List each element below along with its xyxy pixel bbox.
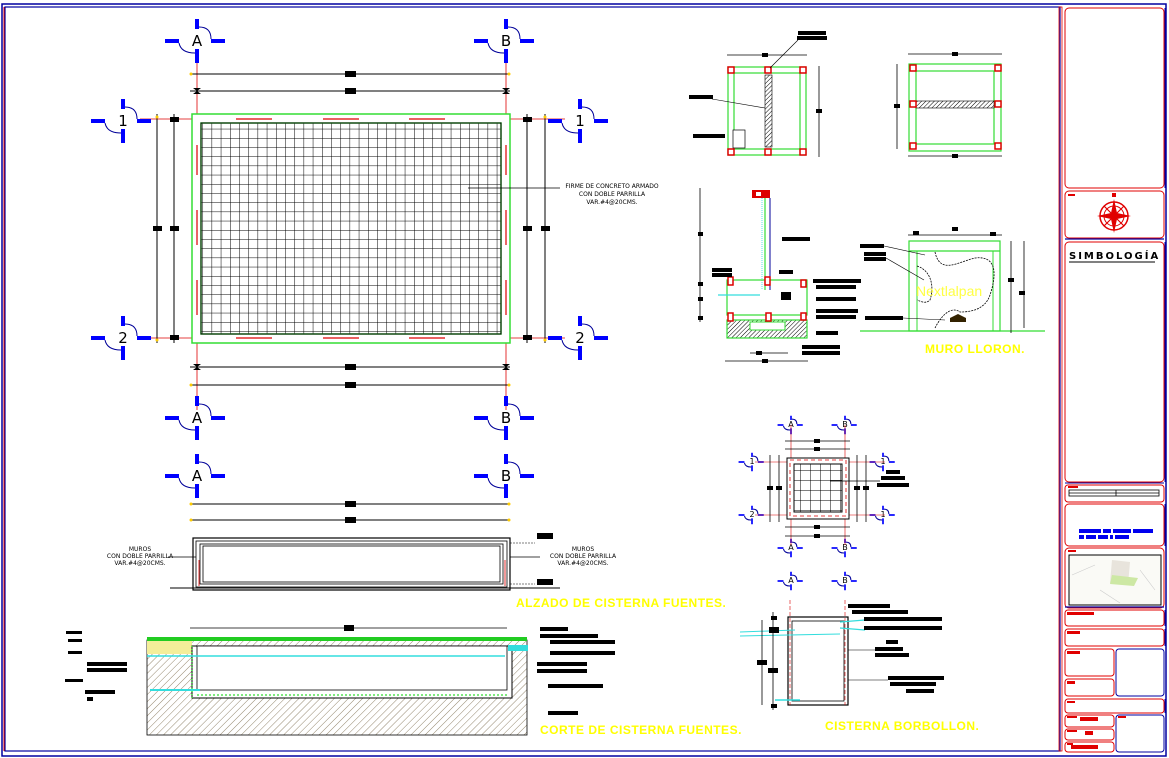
axis-marker-1: 1 xyxy=(738,452,764,472)
detail-section xyxy=(698,188,861,363)
axis-marker-b: B xyxy=(831,415,857,435)
axis-label: 1 xyxy=(880,457,885,466)
axis-label: B xyxy=(842,420,848,429)
elev-note-right-2: CON DOBLE PARRILLA xyxy=(550,553,617,560)
muro-lloron-title: MURO LLORON. xyxy=(925,342,1025,356)
axis-marker-b: B xyxy=(831,571,857,591)
muro-lloron-label: Nextlalpan xyxy=(916,283,982,299)
cistern-elevation: MUROS CON DOBLE PARRILLA VAR.#4@20CMS. M… xyxy=(107,533,726,610)
section-title: CORTE DE CISTERNA FUENTES. xyxy=(540,723,742,737)
sheet-frame xyxy=(1,3,1167,757)
elev-note-right-3: VAR.#4@20CMS. xyxy=(557,560,608,567)
axis-label: 1 xyxy=(880,510,885,519)
location-map-icon xyxy=(1071,560,1156,604)
axis-label: B xyxy=(501,409,511,427)
axis-marker-2: 2 xyxy=(738,505,764,525)
elev-note-left-2: CON DOBLE PARRILLA xyxy=(107,553,174,560)
borbollon-plan xyxy=(755,425,909,545)
cistern-section: CORTE DE CISTERNA FUENTES. xyxy=(65,625,742,737)
axis-label: B xyxy=(501,32,511,50)
axis-label: B xyxy=(842,543,848,552)
axis-marker-1: 1 xyxy=(91,99,151,143)
axis-label: 1 xyxy=(749,457,754,466)
axis-marker-a: A xyxy=(165,19,225,63)
axis-label: 2 xyxy=(118,329,128,347)
plan-note-line-1: FIRME DE CONCRETO ARMADO xyxy=(565,183,659,190)
axis-label: A xyxy=(788,576,794,585)
elev-note-left-1: MUROS xyxy=(129,546,151,553)
cistern-plan: FIRME DE CONCRETO ARMADO CON DOBLE PARRI… xyxy=(140,55,659,523)
axis-marker-a: A xyxy=(777,415,803,435)
detail-plan-2 xyxy=(894,52,1002,158)
plan-note-line-2: CON DOBLE PARRILLA xyxy=(579,191,646,198)
axis-label: B xyxy=(842,576,848,585)
axis-label: A xyxy=(192,409,203,427)
axis-label: 1 xyxy=(118,112,128,130)
axis-marker-1: 1 xyxy=(869,452,895,472)
axis-label: A xyxy=(788,420,794,429)
borbollon-section: CISTERNA BORBOLLON. xyxy=(739,600,979,733)
axis-label: A xyxy=(788,543,794,552)
axis-marker-1: 1 xyxy=(548,99,608,143)
axis-marker-a: A xyxy=(165,396,225,440)
elev-note-left-3: VAR.#4@20CMS. xyxy=(114,560,165,567)
axis-marker-a: A xyxy=(777,571,803,591)
north-arrow-icon xyxy=(1097,193,1131,233)
axis-marker-b: B xyxy=(474,396,534,440)
axis-marker-a: A xyxy=(777,538,803,558)
axis-label: 2 xyxy=(575,329,585,347)
symbology-label: SIMBOLOGÍA xyxy=(1069,249,1160,262)
axis-marker-2: 2 xyxy=(91,316,151,360)
axis-marker-a: A xyxy=(165,454,225,498)
muro-lloron-detail: Nextlalpan MURO LLORON. xyxy=(860,227,1045,356)
axis-label: A xyxy=(192,32,203,50)
title-block: SIMBOLOGÍA xyxy=(1064,7,1166,753)
axis-marker-b: B xyxy=(474,454,534,498)
elev-note-right-1: MUROS xyxy=(572,546,594,553)
axis-marker-b: B xyxy=(474,19,534,63)
axis-label: A xyxy=(192,467,203,485)
axis-label: 1 xyxy=(575,112,585,130)
axis-label: 2 xyxy=(749,510,754,519)
elevation-title: ALZADO DE CISTERNA FUENTES. xyxy=(516,596,726,610)
axis-marker-b: B xyxy=(831,538,857,558)
borbollon-title: CISTERNA BORBOLLON. xyxy=(825,719,979,733)
plan-note-line-3: VAR.#4@20CMS. xyxy=(586,199,637,206)
axis-marker-2: 2 xyxy=(548,316,608,360)
detail-plan-1 xyxy=(689,31,827,157)
axis-label: B xyxy=(501,467,511,485)
